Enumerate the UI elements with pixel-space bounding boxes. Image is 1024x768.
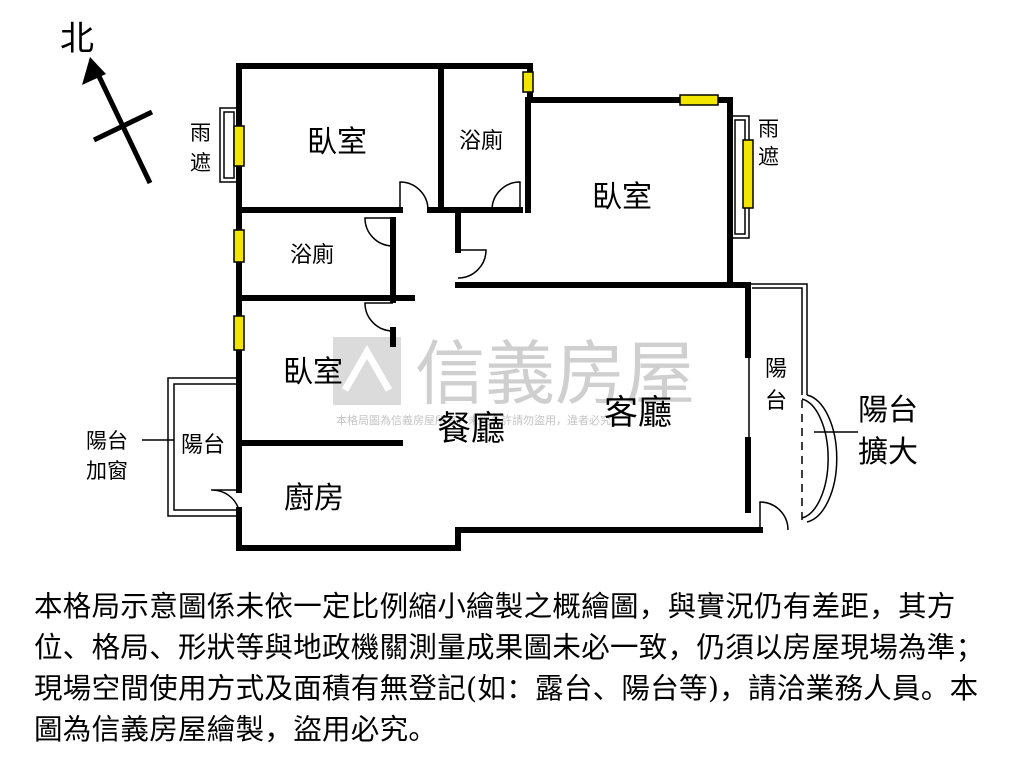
window-bedroom-2-top <box>679 94 719 106</box>
watermark-notice-text: 本格局圖為信義房屋所有，未經允許請勿盜用，違者必究 <box>336 413 611 427</box>
floor-plan: 北 信義房屋 本格局圖為信義房屋所有，未經允許請勿盜用，違者必究 <box>60 19 918 551</box>
balcony-expand-2: 擴大 <box>858 435 918 470</box>
watermark-brand-text: 信義房屋 <box>415 333 695 415</box>
room-bathroom-1: 浴廁 <box>459 129 503 154</box>
disclaimer-text: 本格局示意圖係未依一定比例縮小繪製之概繪圖，與實況仍有差距，其方位、格局、形狀等… <box>34 590 985 746</box>
room-balcony-west: 陽台 <box>181 433 225 458</box>
room-dining: 餐廳 <box>437 409 505 449</box>
balcony-expand-1: 陽台 <box>858 393 918 428</box>
room-balcony-east-1: 陽 <box>765 357 787 382</box>
brand-watermark: 信義房屋 本格局圖為信義房屋所有，未經允許請勿盜用，違者必究 <box>333 333 695 427</box>
window-bathroom-2 <box>233 229 245 263</box>
room-living: 客廳 <box>604 393 672 433</box>
canopy-east-1: 雨 <box>758 117 779 141</box>
window-bathroom-1 <box>522 71 534 93</box>
leader-lines <box>142 431 858 441</box>
room-kitchen: 廚房 <box>284 481 344 516</box>
compass-label: 北 <box>60 19 94 59</box>
room-bathroom-2: 浴廁 <box>290 243 334 268</box>
canopy-west-1: 雨 <box>190 121 211 145</box>
thin-outlines <box>167 107 838 523</box>
canopy-east-2: 遮 <box>758 145 779 169</box>
room-bedroom-3: 臥室 <box>283 355 343 390</box>
window-bedroom-3 <box>233 315 245 351</box>
windows <box>233 71 754 351</box>
room-bedroom-1: 臥室 <box>307 125 367 160</box>
door-swings <box>210 181 789 531</box>
balcony-window-2: 加窗 <box>86 459 128 483</box>
room-balcony-east-2: 台 <box>765 389 787 414</box>
room-bedroom-2: 臥室 <box>592 180 652 215</box>
window-bedroom-1 <box>233 125 245 167</box>
canopy-west-2: 遮 <box>190 151 211 175</box>
balcony-window-1: 陽台 <box>86 429 128 453</box>
walls <box>236 63 763 551</box>
north-arrow: 北 <box>60 19 154 185</box>
window-bedroom-2-east <box>742 139 754 209</box>
